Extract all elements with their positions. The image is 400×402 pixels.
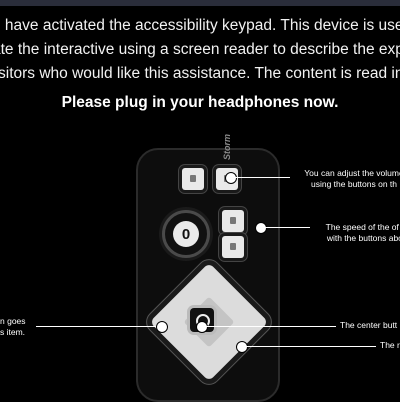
center-callout-text: The center butt: [340, 320, 398, 330]
intro-line-1: u have activated the accessibility keypa…: [0, 17, 400, 34]
left-callout-line-2: s item.: [0, 327, 26, 337]
keypad-brand-logo: Storm: [222, 133, 232, 160]
dial-symbol: 0: [173, 221, 199, 247]
top-bar: [0, 0, 400, 6]
headphones-heading: Please plug in your headphones now.: [61, 94, 339, 111]
bottom-callout-text: The r: [380, 340, 400, 350]
intro-line-2: ate the interactive using a screen reade…: [0, 41, 400, 58]
speed-callout-text: The speed of the of th with the buttons …: [312, 222, 400, 244]
intro-text: u have activated the accessibility keypa…: [0, 14, 400, 86]
speed-down-button: [222, 236, 244, 258]
left-callout-line-1: n goes: [0, 316, 26, 326]
volume-callout-line: [235, 177, 290, 178]
speed-callout-line: [265, 227, 310, 228]
intro-line-3: sitors who would like this assistance. T…: [0, 65, 400, 82]
left-callout-line: [36, 326, 156, 327]
volume-callout-line-2: using the buttons on th: [310, 179, 397, 189]
bottom-callout-marker: [236, 341, 248, 353]
bottom-callout-line: [246, 346, 376, 347]
speed-callout-line-2: with the buttons abov: [326, 233, 400, 243]
speed-up-button: [222, 210, 244, 232]
volume-down-button: [182, 168, 204, 190]
volume-callout-marker: [225, 172, 237, 184]
accessibility-keypad-image: Storm 0: [130, 134, 290, 402]
volume-callout-line-1: You can adjust the volume: [304, 168, 400, 178]
left-callout-marker: [156, 321, 168, 333]
speed-callout-marker: [255, 222, 267, 234]
center-callout-marker: [196, 321, 208, 333]
center-callout-line: [206, 326, 336, 327]
speed-callout-line-1: The speed of the of th: [325, 222, 400, 232]
left-callout-text: n goes s item.: [0, 316, 26, 338]
volume-callout-text: You can adjust the volume using the butt…: [294, 168, 400, 190]
headphone-jack: 0: [162, 210, 210, 258]
